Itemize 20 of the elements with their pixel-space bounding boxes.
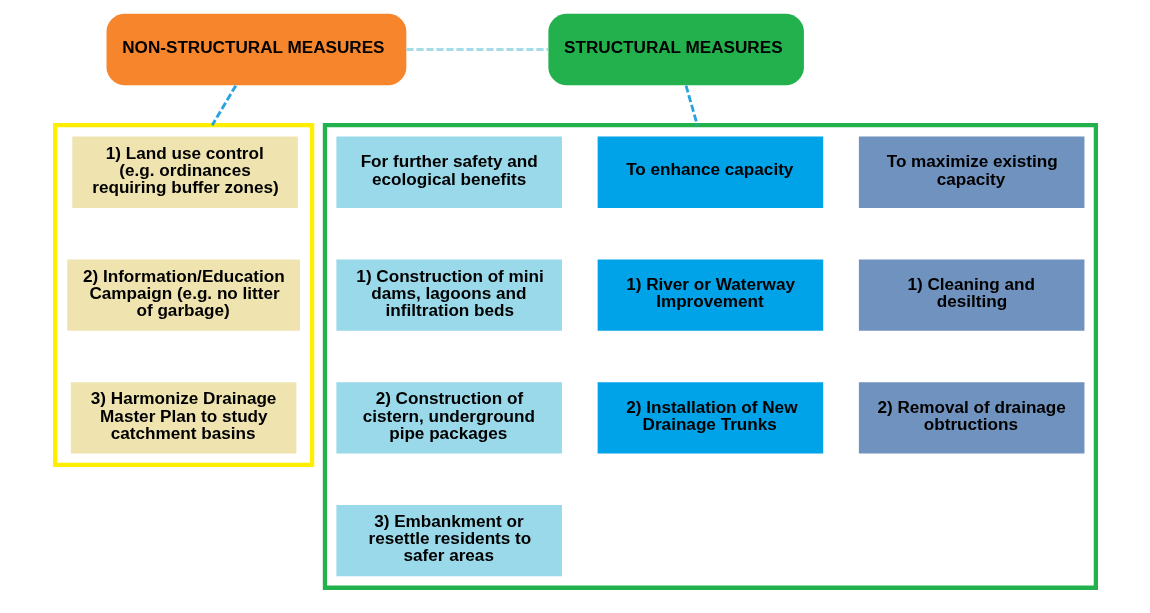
connector bbox=[684, 85, 699, 126]
cluster bbox=[322, 123, 1098, 590]
node-box: 1) Construction of mini dams, lagoons and infiltration beds bbox=[335, 259, 562, 331]
node-box: 1) Land use control (e.g. ordinances requiring buffer zones) bbox=[71, 136, 298, 208]
node-box: 3) Harmonize Drainage Master Plan to study catchment basins bbox=[70, 382, 296, 454]
cluster bbox=[52, 123, 314, 468]
node-box: 2) Information/Education Campaign (e.g. no litter of garbage) bbox=[66, 259, 300, 331]
connector bbox=[210, 84, 237, 126]
node-box: STRUCTURAL MEASURES bbox=[547, 13, 804, 86]
connector bbox=[405, 48, 548, 51]
node-box: 1) Cleaning and desilting bbox=[858, 259, 1084, 331]
node-box: To enhance capacity bbox=[597, 136, 823, 208]
node-box: 2) Construction of cistern, underground pipe packages bbox=[335, 382, 562, 454]
node-box: For further safety and ecological benefits bbox=[335, 136, 562, 208]
node-box: To maximize existing capacity bbox=[858, 136, 1084, 208]
node-box: NON-STRUCTURAL MEASURES bbox=[106, 13, 406, 86]
node-box: 1) River or Waterway Improvement bbox=[597, 259, 823, 331]
node-box: 2) Installation of New Drainage Trunks bbox=[597, 382, 823, 454]
node-box: 2) Removal of drainage obtructions bbox=[858, 382, 1084, 454]
node-box: 3) Embankment or resettle residents to safer areas bbox=[335, 504, 562, 577]
